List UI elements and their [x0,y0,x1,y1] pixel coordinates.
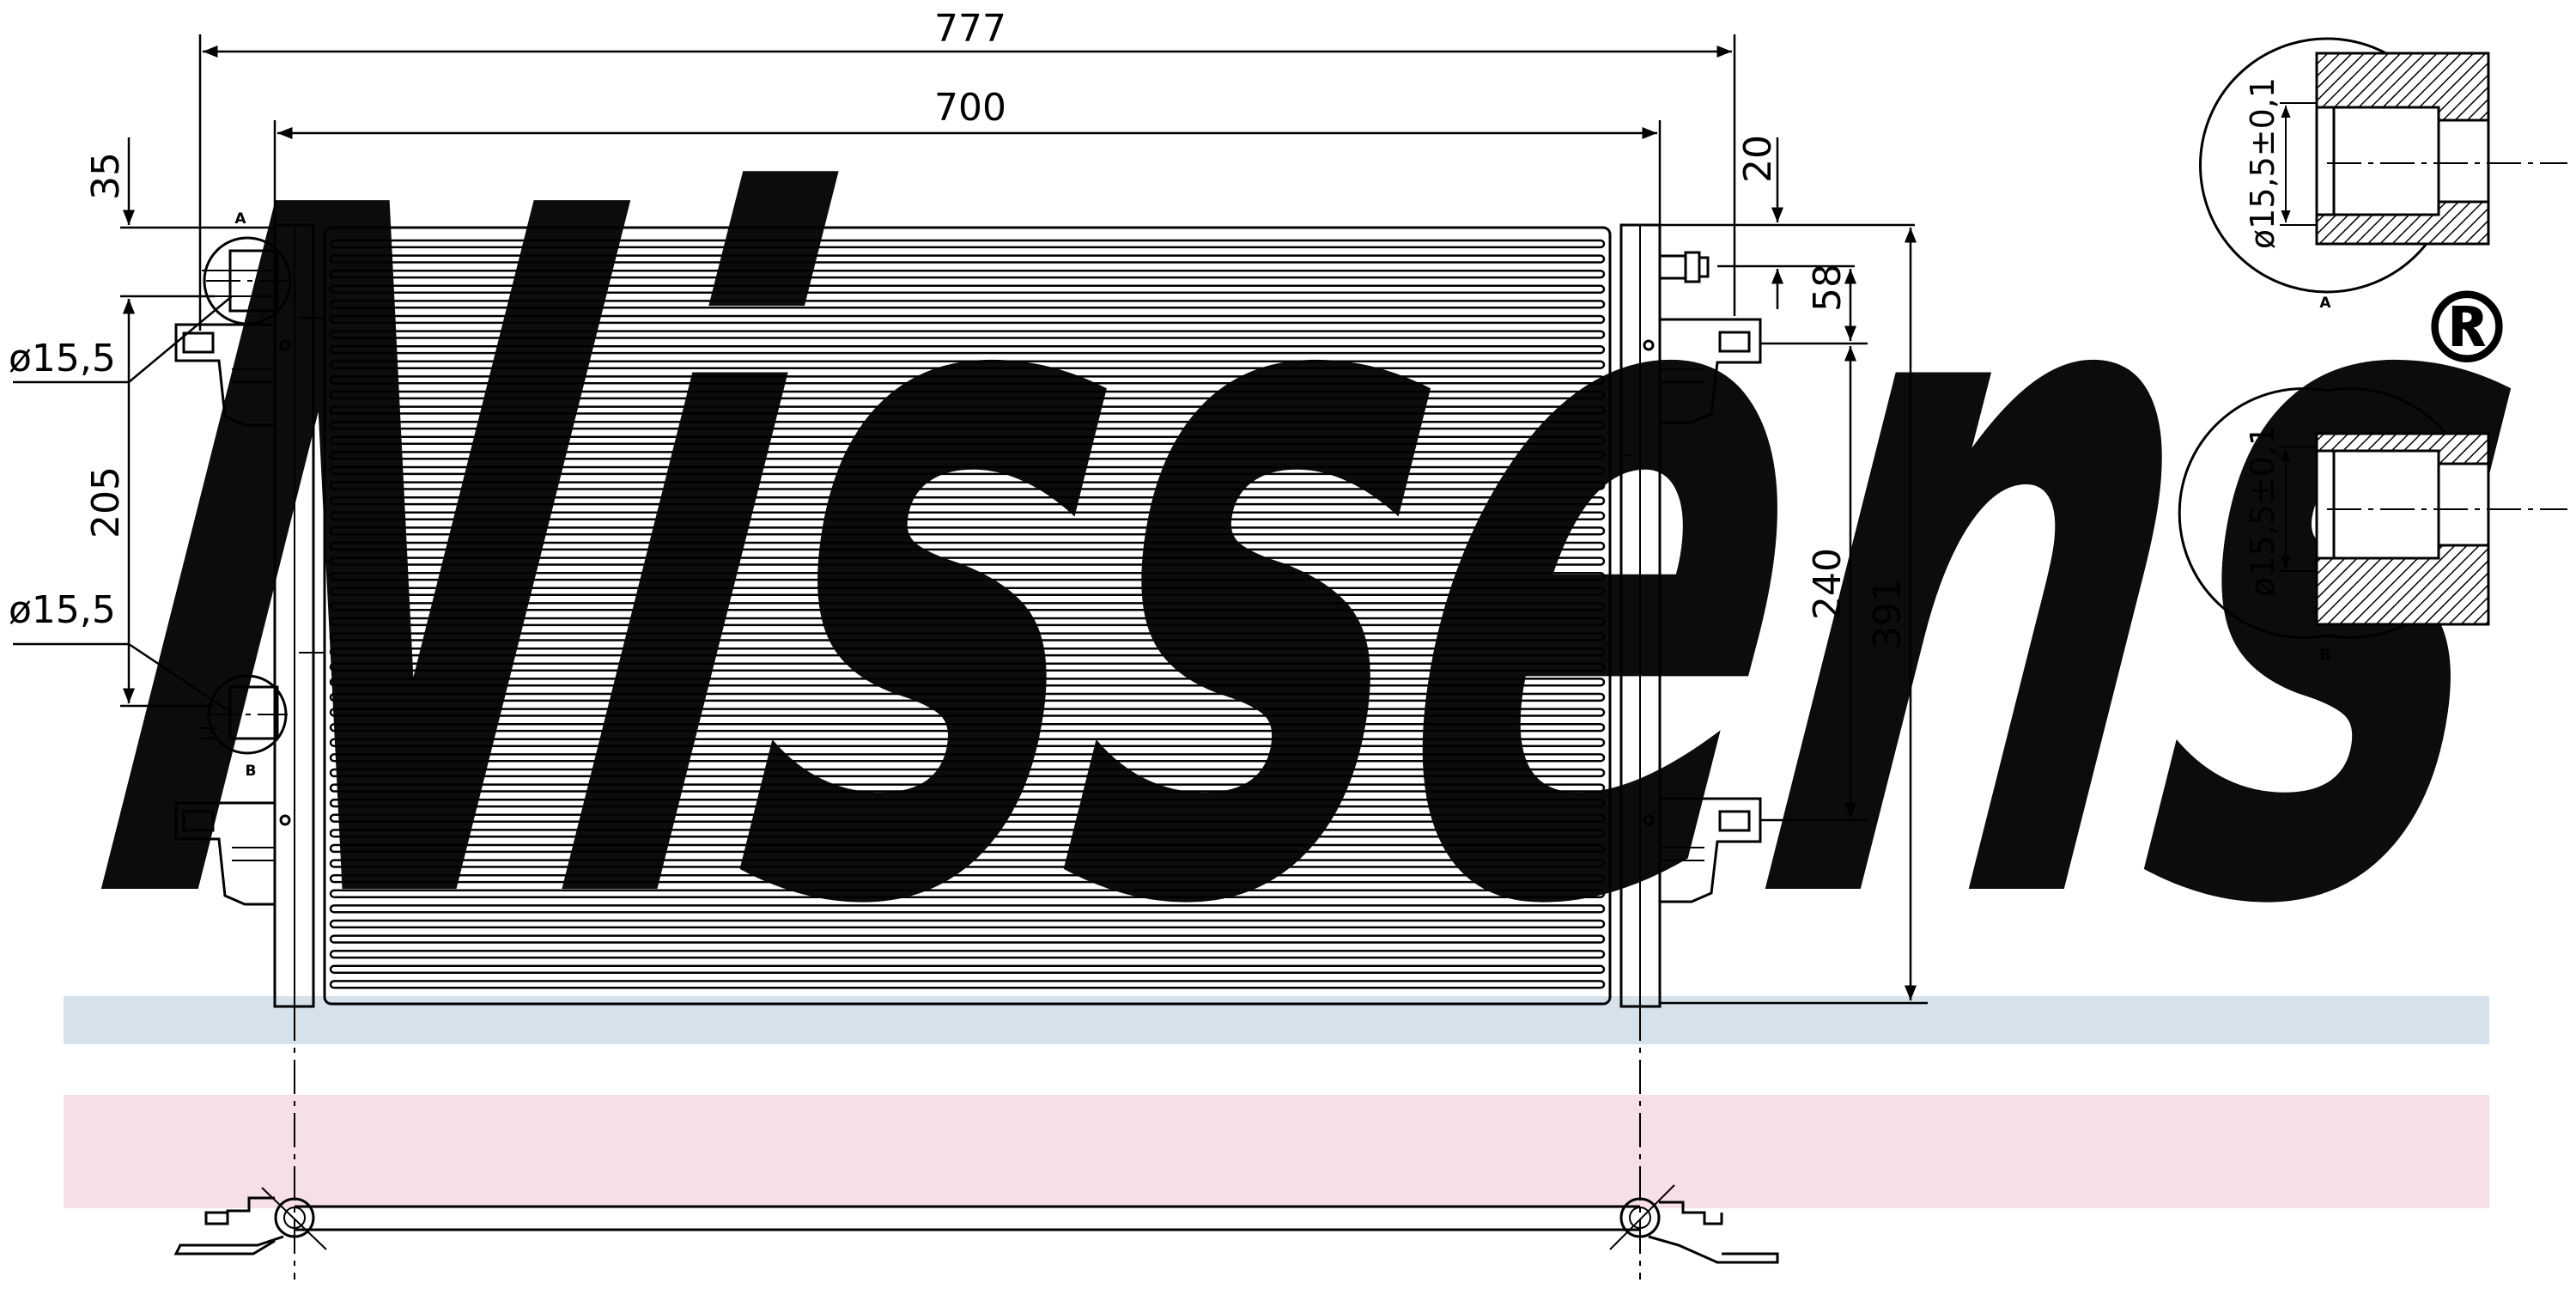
core-tube [329,390,1606,400]
callout-a-label: A [234,210,246,228]
condenser-side-view [173,1184,1779,1264]
core-tube [329,239,1606,249]
core-tube [329,949,1606,959]
core-tube [329,617,1606,627]
core-tube [329,435,1606,445]
dim-port-spacing-left: 205 [84,466,128,538]
core-tube [329,284,1606,294]
left-bracket-upper [174,323,275,427]
dim-overall-width: 777 [934,7,1006,51]
core-tube [329,768,1606,778]
core-tube [329,919,1606,929]
dim-port-spacing-right: 58 [1806,264,1850,312]
core-tube [329,375,1606,385]
core-tube [329,269,1606,279]
detail-b [2178,387,2567,639]
dim-pipe-dia-lower: ø15,5 [9,588,116,632]
core-tube [329,722,1606,733]
core-tube [329,692,1606,702]
core-tubes [329,239,1606,989]
detail-b-label: B [2320,647,2331,664]
side-right-tank-circle [1619,1197,1661,1238]
dim-pipe-dia-upper: ø15,5 [9,337,116,380]
core-tube [329,451,1606,460]
dim-top-offset-left: 35 [84,152,128,200]
core-tube [329,934,1606,944]
watermark-brand: Nissens [58,12,2576,1112]
core-tube [329,813,1606,823]
core-tube [329,904,1606,914]
detail-b-diameter: ø15,5±0,1 [2244,425,2281,597]
core-tube [329,964,1606,974]
right-bracket-upper [1660,318,1762,424]
core-tube [329,481,1606,490]
core-tube [329,420,1606,430]
core-tube [329,708,1606,717]
core-tube [329,571,1606,581]
core-tube [329,344,1606,355]
core-tube [329,647,1606,657]
condenser-front-view [174,223,1762,1008]
dim-mount-spacing: 240 [1806,548,1850,620]
core-tube [329,314,1606,325]
core-tube [329,889,1606,898]
core-tube [329,738,1606,747]
right-bracket-lower [1660,797,1762,903]
core-tube [329,330,1606,339]
core-tube [329,662,1606,672]
core-tube [329,465,1606,476]
core-tube [329,602,1606,611]
core-tube [329,632,1606,641]
detail-a-label: A [2319,295,2331,312]
center-lines [204,280,1641,1280]
dim-core-width: 700 [934,86,1006,130]
dim-overall-height: 391 [1866,578,1910,650]
left-bracket-lower [174,801,275,906]
core-tube [329,843,1606,854]
core-tube [329,496,1606,506]
core-tube [329,798,1606,808]
callout-b-label: B [246,763,257,780]
dimension-lines [13,34,1928,1005]
core-tube [329,556,1606,566]
core-tube [329,829,1606,838]
core-frame [323,226,1612,1006]
core-tube [329,678,1606,687]
core-tube [329,873,1606,884]
core-tube [329,587,1606,596]
core-tube [329,980,1606,989]
pipe-a-circle [203,236,292,325]
core-tube [329,753,1606,763]
detail-a-diameter: ø15,5±0,1 [2244,77,2281,249]
detail-a [2199,37,2567,294]
core-tube [329,541,1606,551]
core-tube [329,360,1606,369]
red-band [64,1095,2489,1208]
core-tube [329,405,1606,415]
registered-mark: ® [2418,271,2517,386]
core-tube [329,859,1606,868]
dim-top-offset-right: 20 [1736,135,1780,183]
core-tube [329,511,1606,520]
core-tube [329,783,1606,793]
core-tube [329,526,1606,536]
core-tube [329,300,1606,309]
side-left-tank-circle [274,1197,315,1238]
core-tube [329,254,1606,264]
